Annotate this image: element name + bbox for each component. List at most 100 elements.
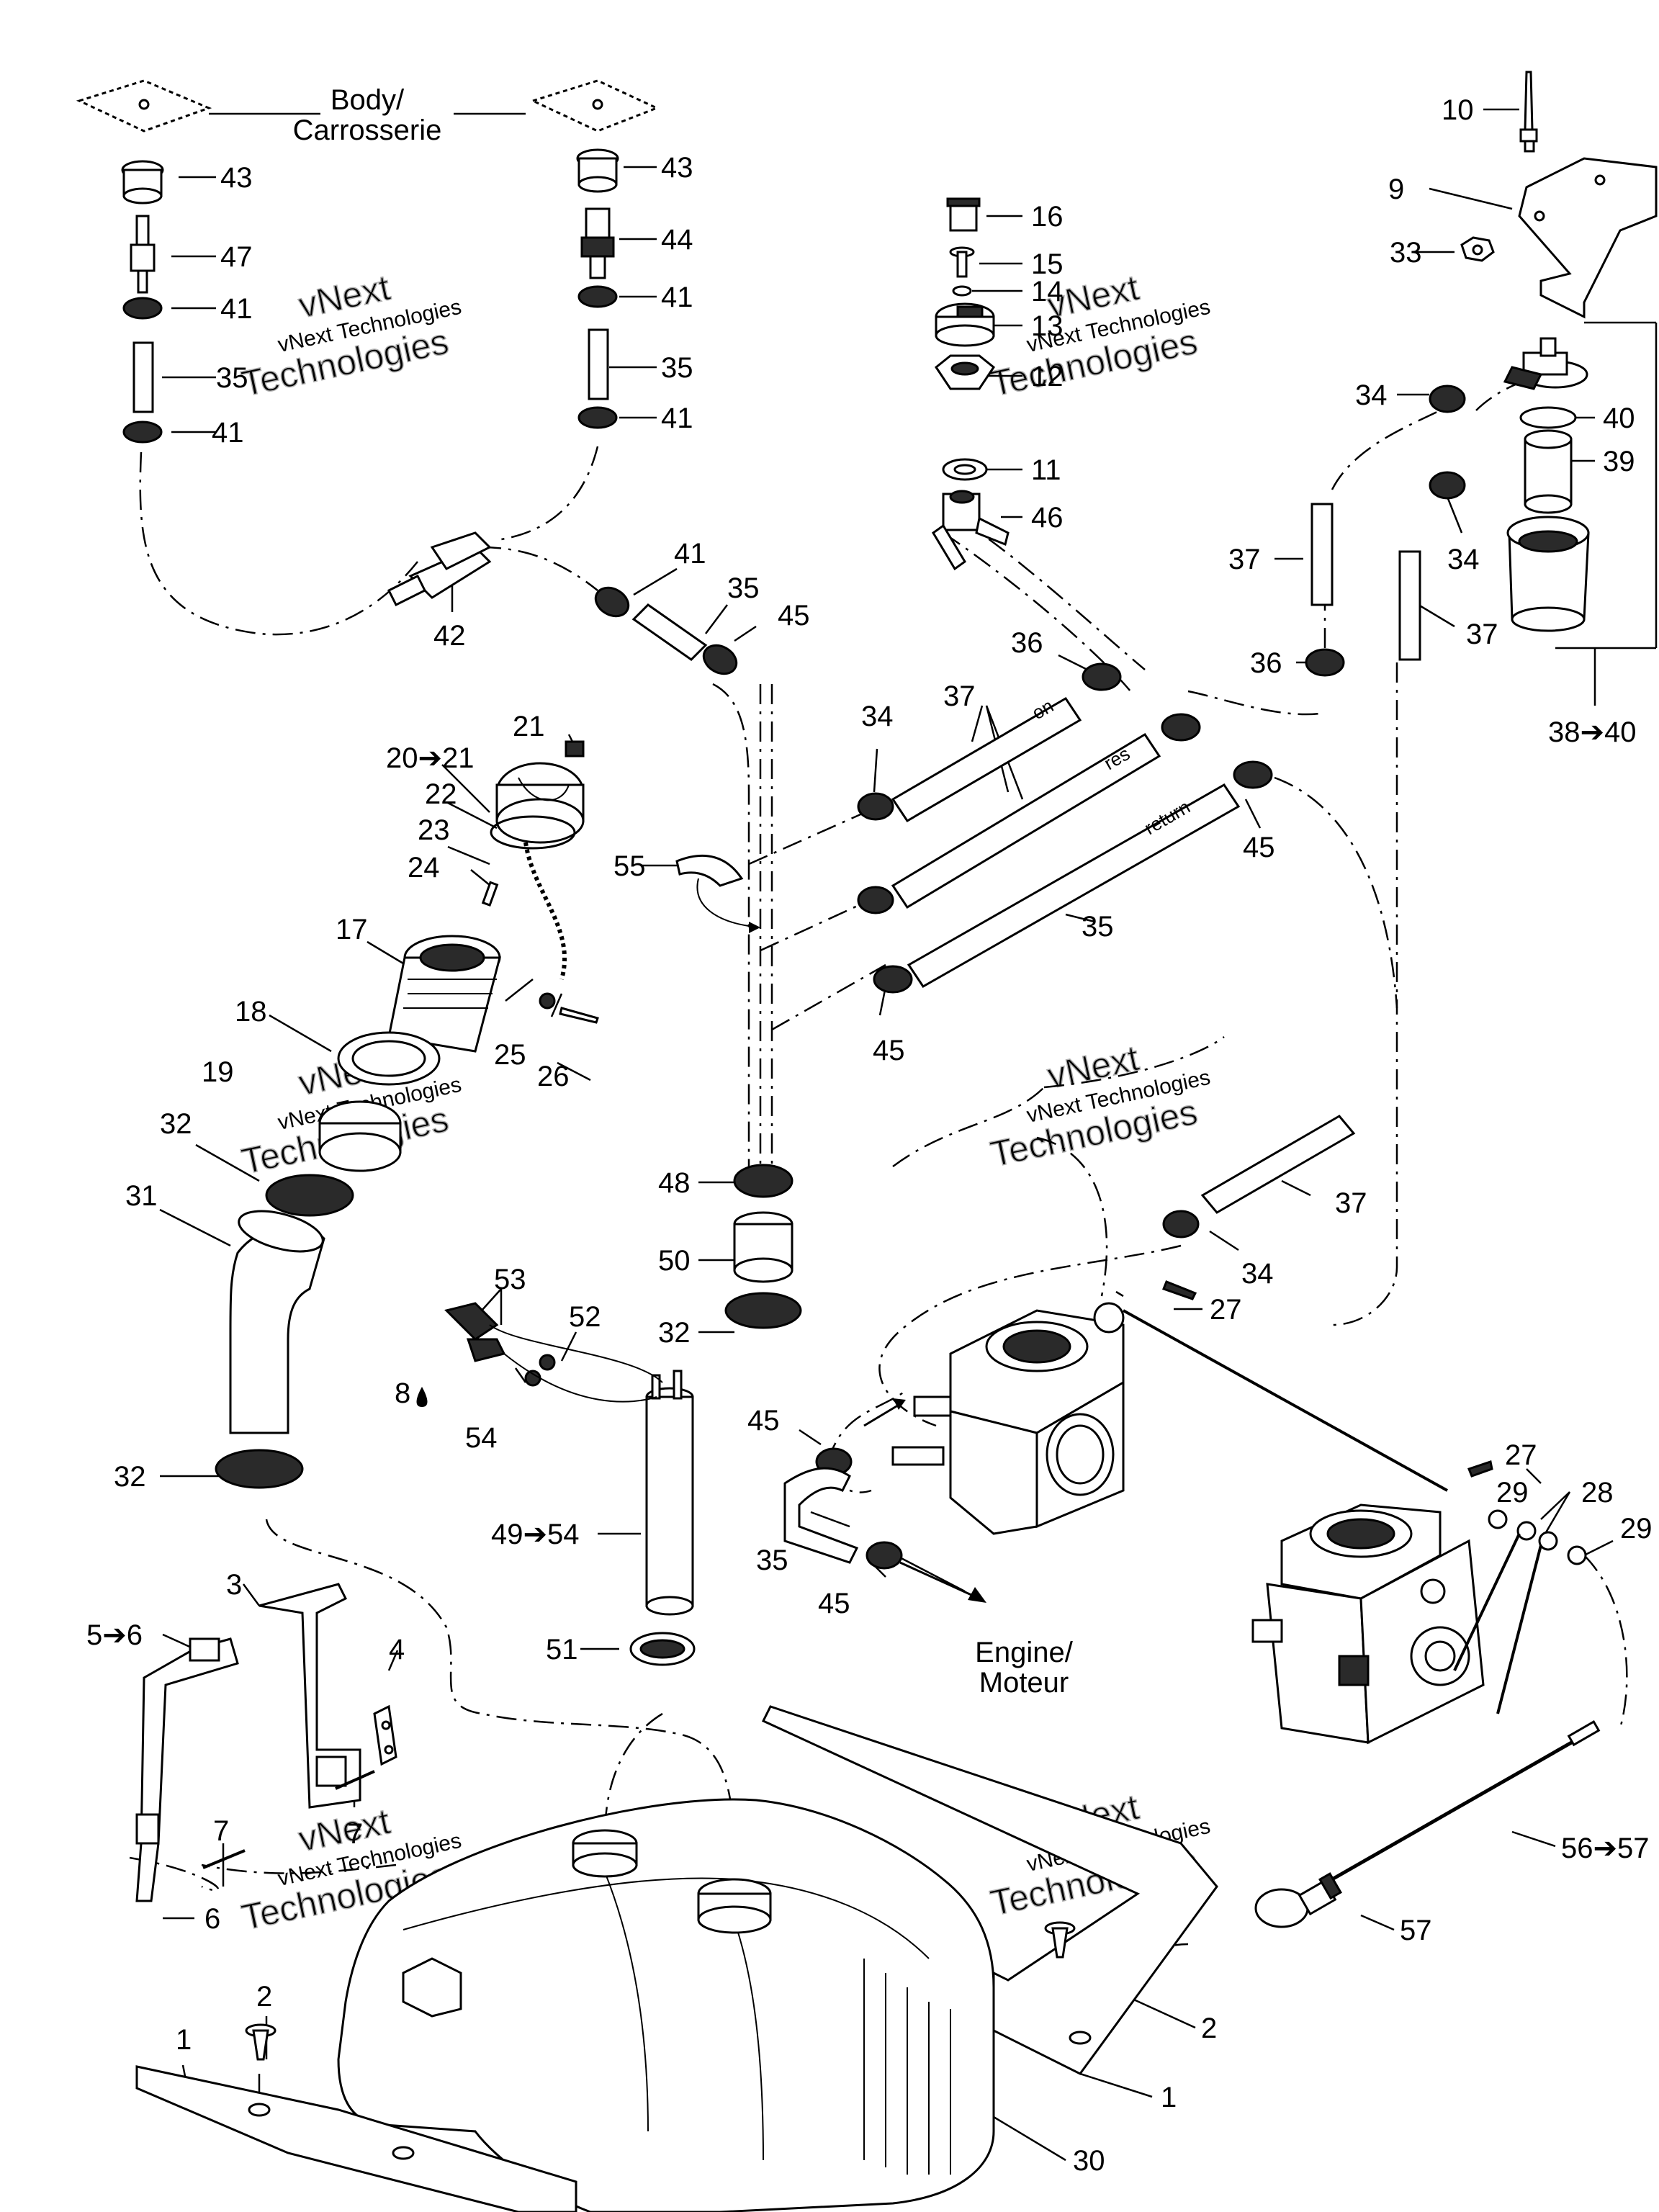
callout-48: 48 [658,1167,691,1199]
clamp-32-c [215,1449,304,1489]
engine-arrow [899,1561,986,1603]
body-mount-plate-right [529,79,660,132]
callout-numbers: 10 9 33 43 47 41 35 41 43 44 41 35 41 16… [86,94,1653,2177]
nut-12 [934,354,996,390]
callout-29-b: 29 [1620,1513,1653,1545]
callout-19: 19 [202,1056,234,1088]
watermark-group: vNext vNext Technologies Technologies vN… [238,266,1213,1938]
callout-45-b: 45 [1243,832,1275,863]
callout-37-a: 37 [1228,544,1261,575]
choke-cable-56 [1331,1720,1601,1881]
clamp-45-e [866,1541,903,1570]
fuel-cap-20 [495,762,585,844]
callout-18: 18 [235,996,267,1028]
valve-44 [580,207,615,279]
screw-2-left [245,2023,276,2061]
watermark-1: vNext vNext Technologies Technologies [238,266,464,405]
callout-52: 52 [569,1301,601,1333]
fuel-tank-30 [337,1798,995,2212]
hose-35-a [132,341,154,413]
rivet-26 [559,1007,599,1024]
callout-14: 14 [1031,276,1064,307]
routing-lines [129,373,1628,2131]
callout-41-b: 41 [212,417,244,449]
callout-7-a: 7 [213,1815,229,1847]
callout-28: 28 [1581,1477,1614,1509]
clamp-34-e [1162,1210,1200,1238]
callout-25: 25 [494,1039,526,1071]
callout-20-21: 20➔21 [386,742,475,774]
clamp-34-b [1429,471,1466,500]
callout-10: 10 [1442,94,1474,126]
clamp-32-a [265,1174,354,1217]
mount-rail-1-left [135,2065,577,2212]
hose-return: return [907,783,1241,988]
callout-35-c: 35 [727,572,760,604]
callout-38-40: 38➔40 [1548,716,1637,748]
washer-14 [952,285,972,297]
grommet-43-right [576,148,619,193]
clamp-32-b [724,1292,802,1329]
callout-15: 15 [1031,248,1064,280]
callout-3: 3 [226,1569,242,1601]
hose-35-c [631,603,708,661]
watermark-2: vNext vNext Technologies Technologies [986,266,1213,405]
callout-40: 40 [1603,403,1635,434]
callout-35-b: 35 [661,352,693,384]
callout-45-e: 45 [818,1588,850,1619]
callout-35-e: 35 [756,1545,788,1576]
callout-26: 26 [537,1061,570,1092]
body-mount-plate-left [76,79,212,132]
carburetor-rear [1251,1503,1485,1745]
choke-knob-57 [1254,1872,1342,1928]
rivet-7-a [202,1849,246,1869]
callout-32-c: 32 [114,1461,146,1493]
clamp-48 [733,1164,793,1198]
body-caption-line1: Body/ [331,84,405,116]
washers-28-29 [1453,1509,1587,1714]
callout-41-e: 41 [674,538,706,570]
o-ring-40 [1519,406,1577,429]
hose-35-elbow [783,1467,859,1564]
screw-15 [949,246,975,278]
callout-41-c: 41 [661,282,693,313]
watermark-4: vNext vNext Technologies Technologies [986,1037,1213,1175]
plug-16 [946,197,981,232]
clamp-34-a [1429,385,1466,413]
callout-47: 47 [220,241,253,273]
callout-23: 23 [418,814,450,846]
bracket-9 [1518,157,1658,319]
clamp-34-c [857,792,894,821]
hose-37-b [1398,550,1421,661]
callout-16: 16 [1031,201,1064,233]
strap-5-6 [135,1637,239,1902]
grommet-25 [539,992,556,1010]
callout-32-a: 32 [160,1108,192,1140]
clip-4 [373,1704,397,1766]
tether-chain-23 [523,842,567,980]
callout-29-a: 29 [1496,1477,1529,1509]
strap-bracket-3 [258,1583,361,1809]
clamp-41-d [577,406,618,429]
callout-43-left: 43 [220,162,253,194]
clamp-36-c [1305,648,1345,677]
clamp-45-a [702,644,738,675]
clamp-41-c [577,285,618,308]
callout-34-a: 34 [1355,379,1388,411]
callout-2-right: 2 [1201,2013,1217,2044]
callout-45-d: 45 [747,1405,780,1437]
callout-30: 30 [1073,2145,1105,2177]
callout-37-c: 37 [943,680,976,712]
callout-7-b: 7 [347,1818,363,1850]
callout-43-right: 43 [661,152,693,184]
tie-strap-55 [675,855,760,933]
clamp-36-b [1161,713,1201,742]
callout-31: 31 [125,1180,158,1212]
nut-ring-19 [318,1100,402,1172]
callout-13: 13 [1031,310,1064,342]
clamp-41-e [594,586,630,618]
grease-drop-8 [416,1387,428,1407]
body-caption-line2: Carrosserie [293,114,442,146]
clamp-41-a [122,297,163,320]
